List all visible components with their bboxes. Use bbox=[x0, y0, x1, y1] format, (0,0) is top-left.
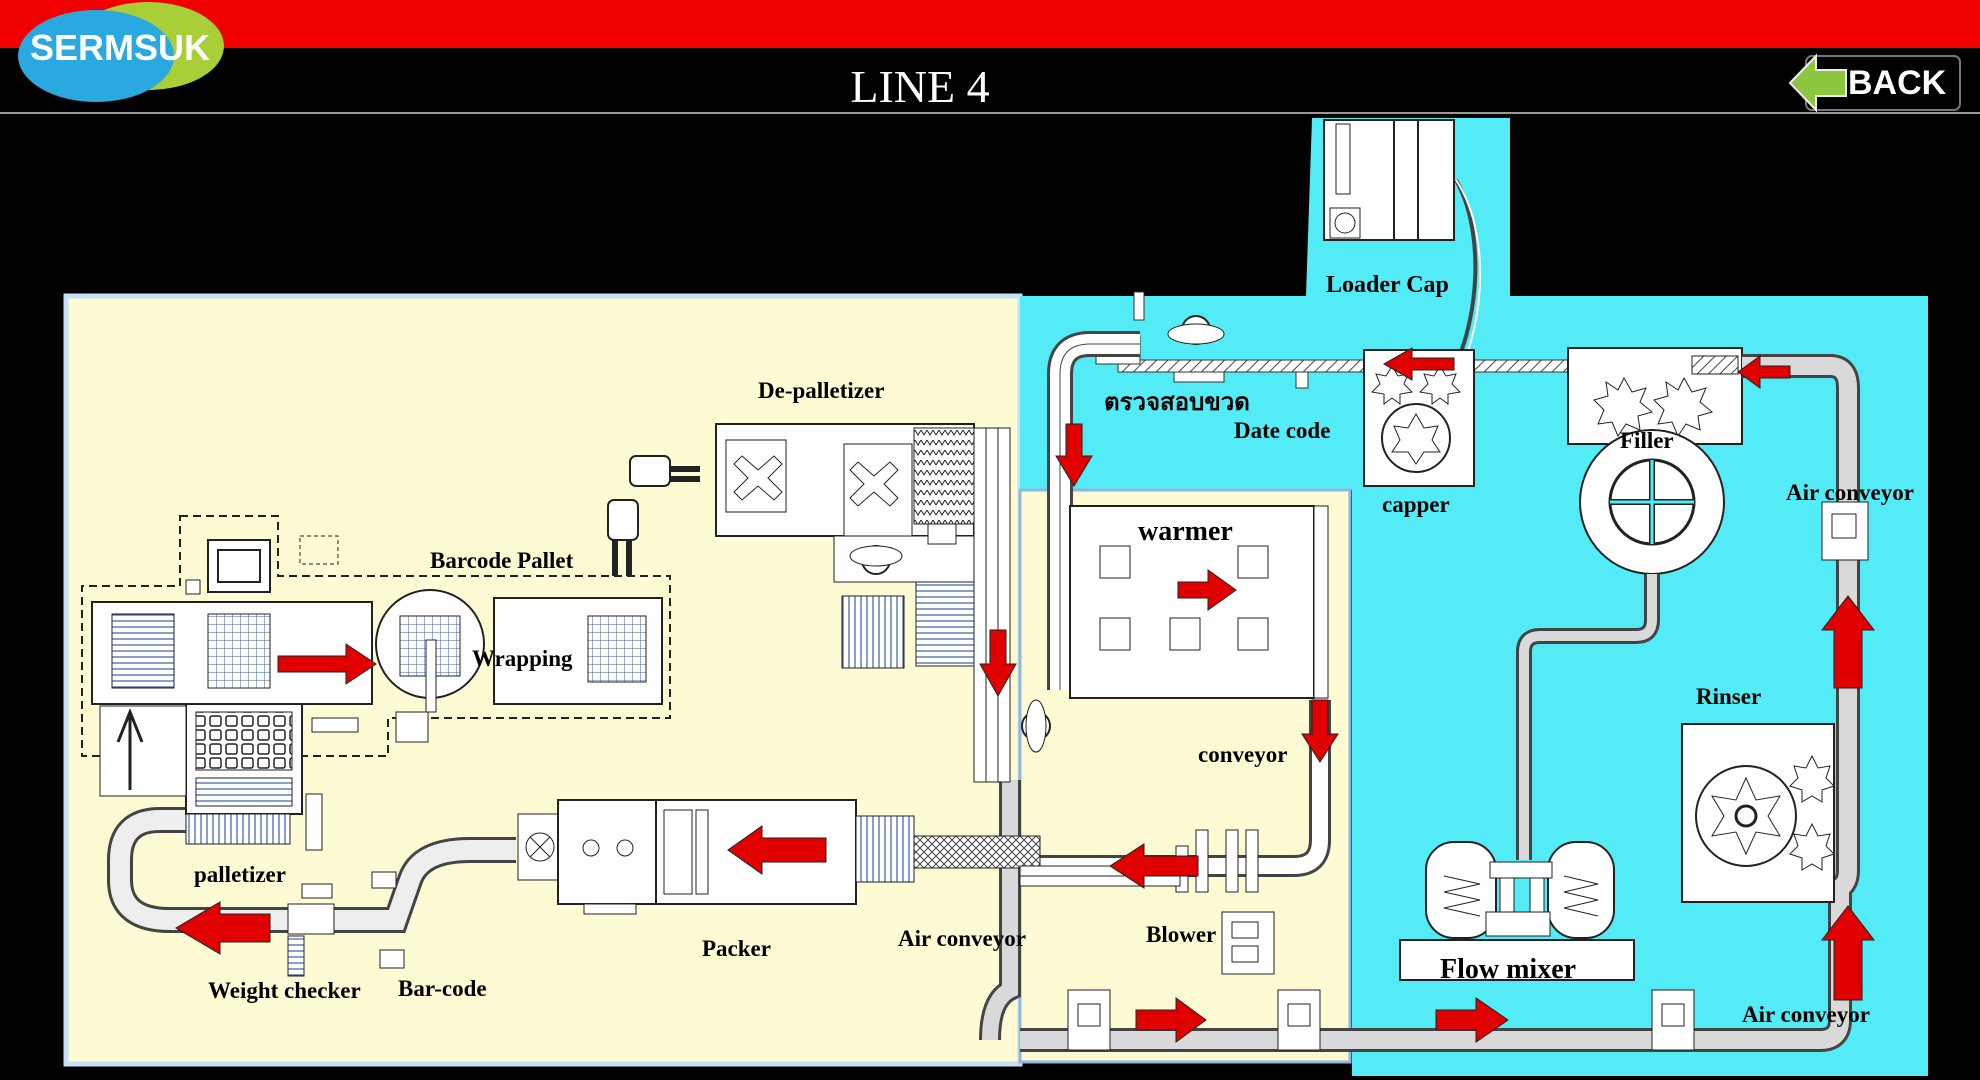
label-wrapping: Wrapping bbox=[472, 646, 573, 671]
label-rinser: Rinser bbox=[1696, 684, 1761, 709]
page-title: LINE 4 bbox=[850, 61, 990, 112]
back-label: BACK bbox=[1848, 64, 1947, 102]
palletizer-complex bbox=[81, 515, 671, 851]
rinser-machine bbox=[1681, 723, 1835, 903]
label-air-conveyor-right: Air conveyor bbox=[1786, 480, 1914, 505]
worker-icons bbox=[849, 315, 1225, 753]
weight-checker-unit bbox=[287, 871, 405, 977]
label-barcode-pallet: Barcode Pallet bbox=[430, 548, 574, 573]
back-button-bg bbox=[1788, 53, 1961, 113]
label-warmer: warmer bbox=[1138, 516, 1233, 547]
label-flow-mixer: Flow mixer bbox=[1440, 954, 1576, 985]
label-weight-checker: Weight checker bbox=[208, 978, 361, 1003]
label-air-conveyor-bottom: Air conveyor bbox=[898, 926, 1026, 951]
warmer-infeed-conveyor bbox=[1047, 331, 1140, 690]
warmer-machine bbox=[1069, 505, 1329, 699]
flow-mixer-machine bbox=[1399, 841, 1635, 981]
label-date-code: Date code bbox=[1234, 418, 1330, 443]
logo-text: SERMSUK bbox=[30, 27, 210, 68]
palletizer-outfeed-conveyor bbox=[107, 807, 516, 933]
label-blower: Blower bbox=[1146, 922, 1216, 947]
left-air-conveyor bbox=[973, 427, 1011, 783]
label-bottle-check: ตรวจสอบขวด bbox=[1104, 388, 1250, 416]
label-air-conveyor-bottom-right: Air conveyor bbox=[1742, 1002, 1870, 1027]
label-filler: Filler bbox=[1620, 428, 1674, 453]
top-red-bar bbox=[0, 0, 1980, 48]
label-palletizer: palletizer bbox=[194, 862, 286, 887]
back-arrow-icon bbox=[1788, 53, 1847, 113]
depalletizer-machine bbox=[715, 423, 975, 669]
label-packer: Packer bbox=[702, 936, 771, 961]
flow-arrows bbox=[175, 347, 1876, 1043]
label-depalletizer: De-palletizer bbox=[758, 378, 884, 403]
label-capper: capper bbox=[1382, 492, 1450, 517]
right-air-conveyor bbox=[979, 354, 1860, 1052]
warmer-outfeed-conveyor bbox=[1020, 700, 1331, 877]
header-bar bbox=[0, 48, 1980, 114]
filler-machine bbox=[1567, 347, 1743, 575]
label-bar-code: Bar-code bbox=[398, 976, 487, 1001]
blower-box bbox=[1221, 911, 1275, 975]
back-button[interactable]: BACK bbox=[1786, 52, 1962, 114]
label-conveyor: conveyor bbox=[1198, 742, 1287, 767]
capper-machine bbox=[1363, 349, 1475, 487]
forklift-icon bbox=[607, 455, 700, 576]
conveyor-blower-units bbox=[1067, 501, 1869, 1051]
sermsuk-logo: SERMSUK bbox=[18, 2, 224, 102]
packer-machine bbox=[517, 799, 915, 915]
label-loader-cap: Loader Cap bbox=[1326, 272, 1449, 298]
